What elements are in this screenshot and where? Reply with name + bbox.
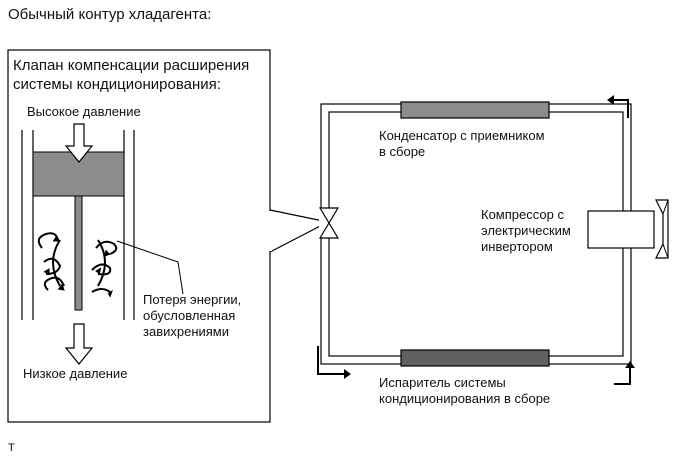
low-pressure-arrow — [64, 323, 94, 365]
energy-loss-line2: обусловленная — [143, 308, 236, 323]
flow-arrow-top-right — [614, 99, 629, 118]
turbulence-swirls — [37, 232, 118, 298]
flow-arrow-bottom-right — [614, 368, 631, 385]
energy-loss-line3: завихрениями — [143, 324, 229, 339]
high-pressure-arrow — [64, 123, 94, 163]
condenser-label-line1: Конденсатор с приемником — [379, 128, 545, 143]
flow-arrows — [317, 95, 635, 385]
evaporator-label: Испаритель системы кондиционирования в с… — [379, 375, 550, 407]
callout-frame — [7, 49, 271, 423]
condenser-label-line2: в сборе — [379, 144, 426, 159]
evaporator-unit — [400, 349, 550, 367]
callout-title-line2: системы кондиционирования: — [13, 76, 221, 93]
condenser-unit — [400, 101, 550, 119]
page-title: Обычный контур хладагента: — [8, 6, 212, 23]
expansion-valve-symbol — [318, 207, 340, 239]
high-pressure-label: Высокое давление — [27, 104, 141, 119]
energy-loss-leader — [116, 240, 184, 295]
compressor-label: Компрессор с электрическим инвертором — [481, 207, 571, 255]
compressor-label-line1: Компрессор с — [481, 207, 564, 222]
low-pressure-label: Низкое давление — [23, 366, 128, 381]
footer-mark: T — [8, 442, 15, 454]
valve-stem — [74, 195, 83, 311]
flow-arrow-bottom-left — [317, 346, 344, 375]
energy-loss-line1: Потеря энергии, — [143, 292, 242, 307]
compressor-label-line2: электрическим — [481, 223, 571, 238]
callout-title: Клапан компенсации расширения системы ко… — [13, 56, 275, 94]
evaporator-label-line1: Испаритель системы — [379, 375, 506, 390]
expansion-valve-callout — [7, 49, 330, 423]
energy-loss-label: Потеря энергии, обусловленная завихрения… — [143, 292, 241, 340]
evaporator-label-line2: кондиционирования в сборе — [379, 391, 551, 406]
callout-title-line1: Клапан компенсации расширения — [13, 57, 250, 74]
compressor-label-line3: инвертором — [481, 239, 553, 254]
compressor-unit — [587, 199, 669, 259]
condenser-label: Конденсатор с приемником в сборе — [379, 128, 545, 160]
